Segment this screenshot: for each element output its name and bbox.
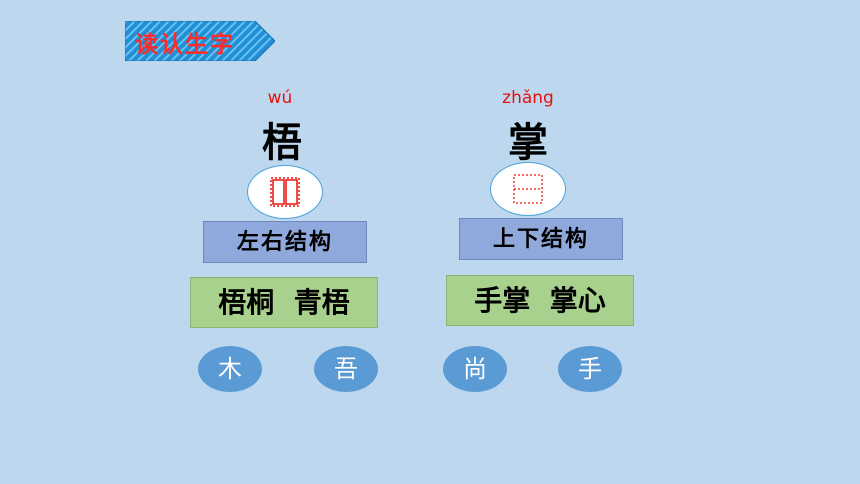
pinyin-label: zhǎng [502,88,554,108]
pinyin-label: wú [267,88,293,108]
component-circle[interactable]: 尚 [443,346,507,392]
word-examples: 梧桐 青梧 [190,277,378,328]
section-banner: 读认生字 [125,21,275,61]
left-right-grid-icon [270,177,300,207]
hanzi-character: 掌 [508,119,548,166]
structure-diagram-oval [247,165,323,219]
structure-label: 左右结构 [203,221,367,263]
word-examples: 手掌 掌心 [446,275,634,326]
banner-title: 读认生字 [135,32,235,58]
banner-arrow-shape [125,21,275,61]
component-circle[interactable]: 吾 [314,346,378,392]
structure-label: 上下结构 [459,218,623,260]
top-bottom-grid-icon [513,174,543,204]
structure-diagram-oval [490,162,566,216]
hanzi-character: 梧 [262,119,302,166]
component-circle[interactable]: 木 [198,346,262,392]
component-circle[interactable]: 手 [558,346,622,392]
